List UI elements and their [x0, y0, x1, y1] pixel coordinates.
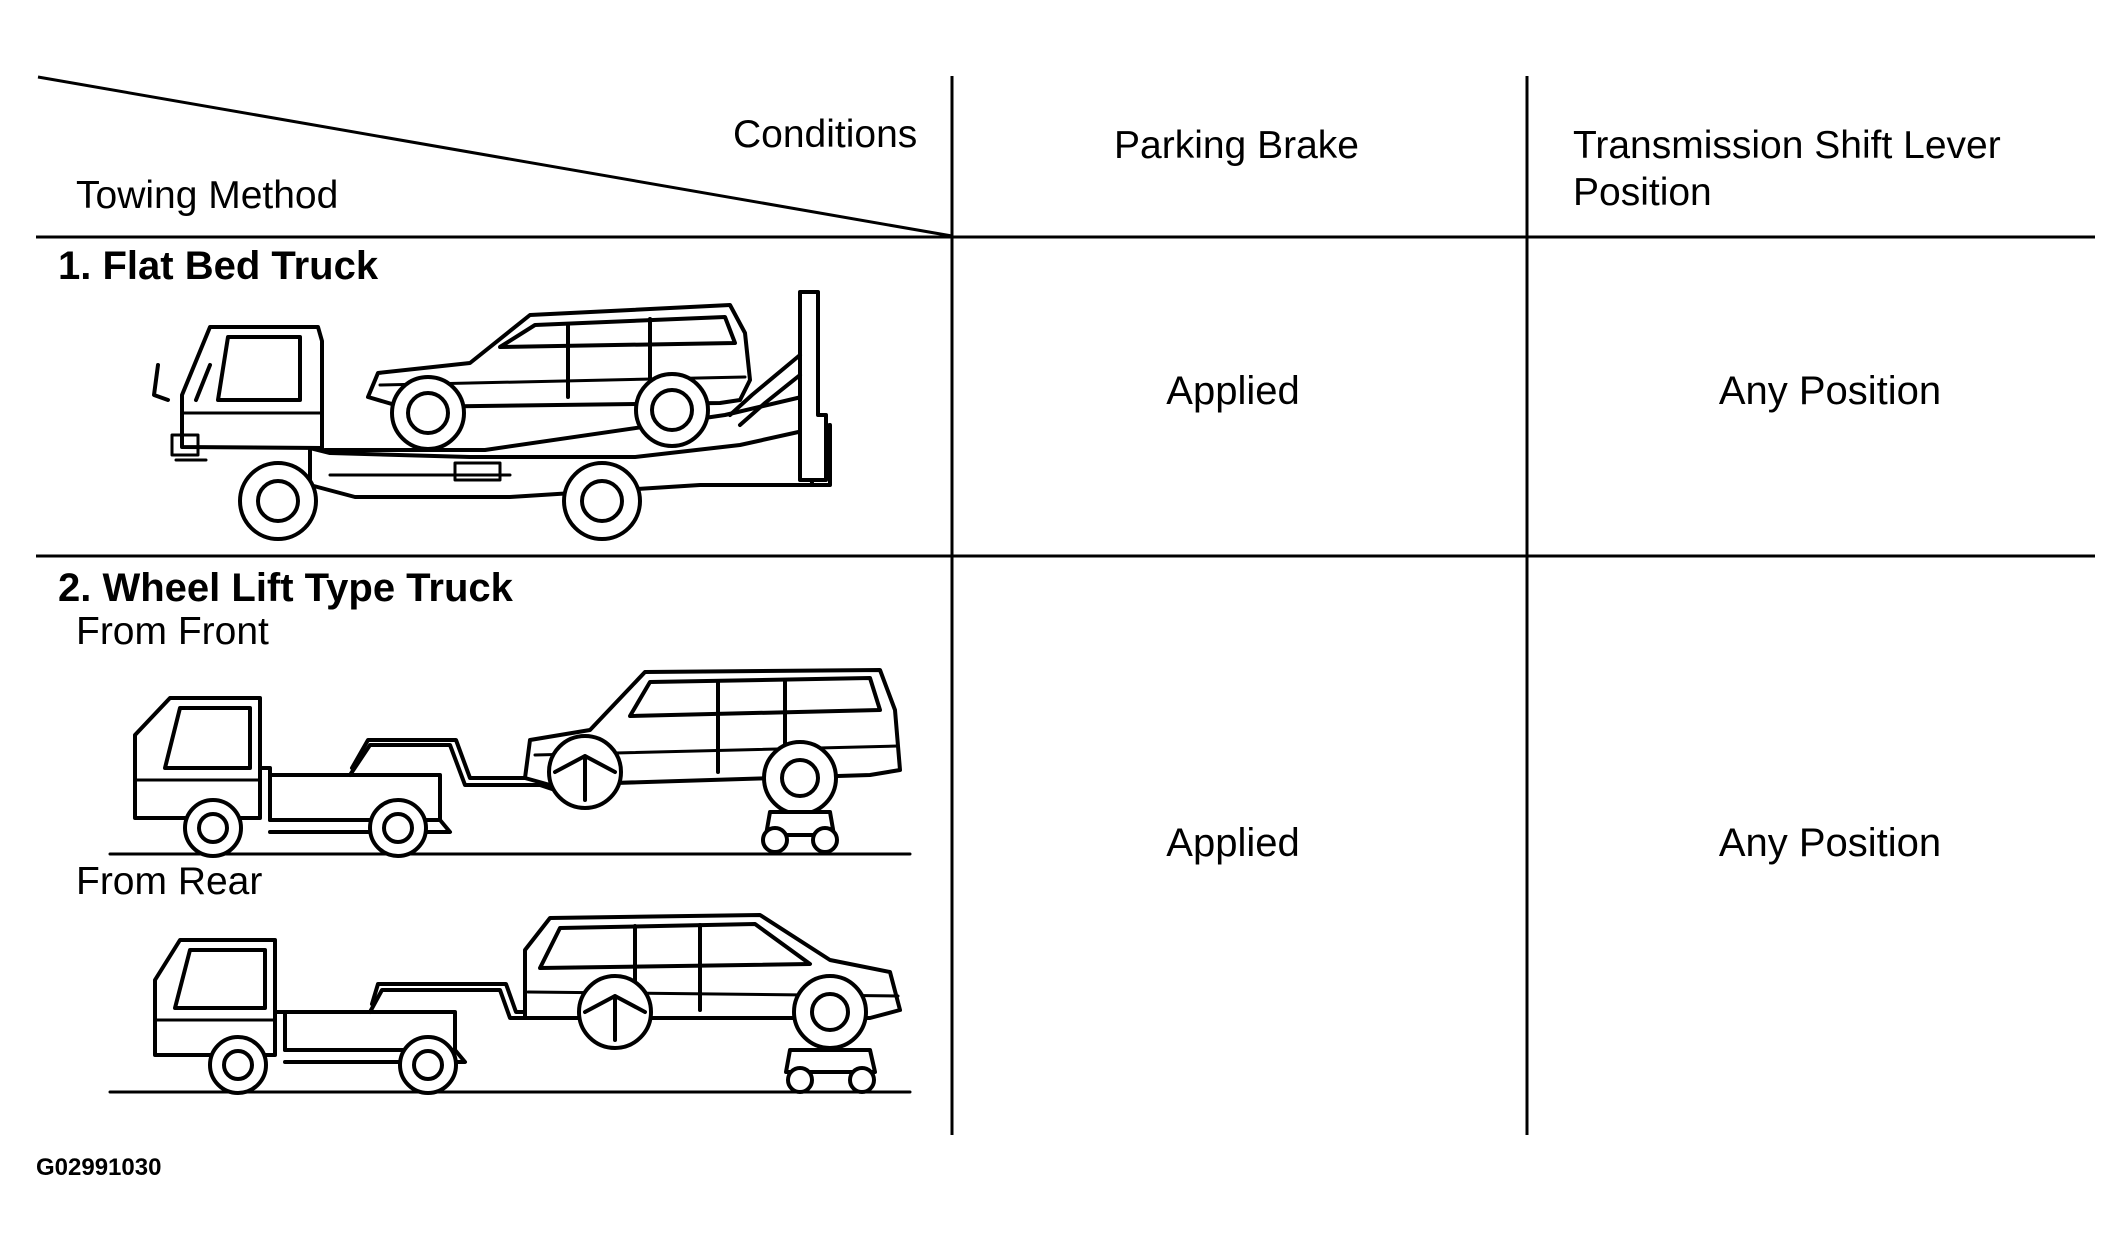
- parking-brake-header: Parking Brake: [1114, 124, 1359, 167]
- wheel-lift-rear-illustration: [70, 900, 920, 1100]
- shift-lever-header-line1: Transmission Shift Lever: [1573, 124, 2001, 167]
- shift-lever-header-line2: Position: [1573, 171, 1712, 214]
- row-1-parking-brake: Applied: [1166, 369, 1300, 413]
- row-2-method: 2. Wheel Lift Type Truck: [58, 566, 513, 610]
- row-1-method: 1. Flat Bed Truck: [58, 244, 379, 288]
- figure-code: G02991030: [36, 1154, 162, 1181]
- row-2-parking-brake: Applied: [1166, 821, 1300, 865]
- row-1-shift-lever: Any Position: [1718, 369, 1942, 413]
- towing-method-header: Towing Method: [76, 174, 339, 217]
- row-2-sub-front: From Front: [76, 610, 269, 653]
- wheel-lift-front-illustration: [70, 660, 920, 860]
- flat-bed-truck-illustration: [140, 285, 840, 545]
- row-2-sub-rear: From Rear: [76, 860, 263, 903]
- conditions-header: Conditions: [733, 113, 918, 156]
- row-2-shift-lever: Any Position: [1718, 821, 1942, 865]
- header-diagonal: [38, 77, 952, 236]
